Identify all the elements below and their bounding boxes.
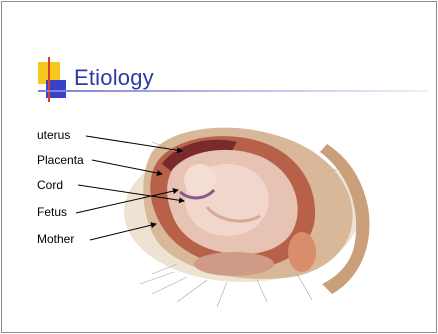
fetus-pointer: [76, 190, 178, 213]
label-pointers: [2, 2, 436, 332]
label-mother: Mother: [37, 232, 74, 246]
label-fetus: Fetus: [37, 205, 67, 219]
cord-pointer: [78, 185, 184, 201]
placenta-pointer: [92, 160, 162, 174]
label-cord: Cord: [37, 178, 63, 192]
label-uterus: uterus: [37, 128, 70, 142]
label-placenta: Placenta: [37, 153, 84, 167]
mother-pointer: [90, 224, 156, 240]
uterus-pointer: [86, 136, 182, 151]
